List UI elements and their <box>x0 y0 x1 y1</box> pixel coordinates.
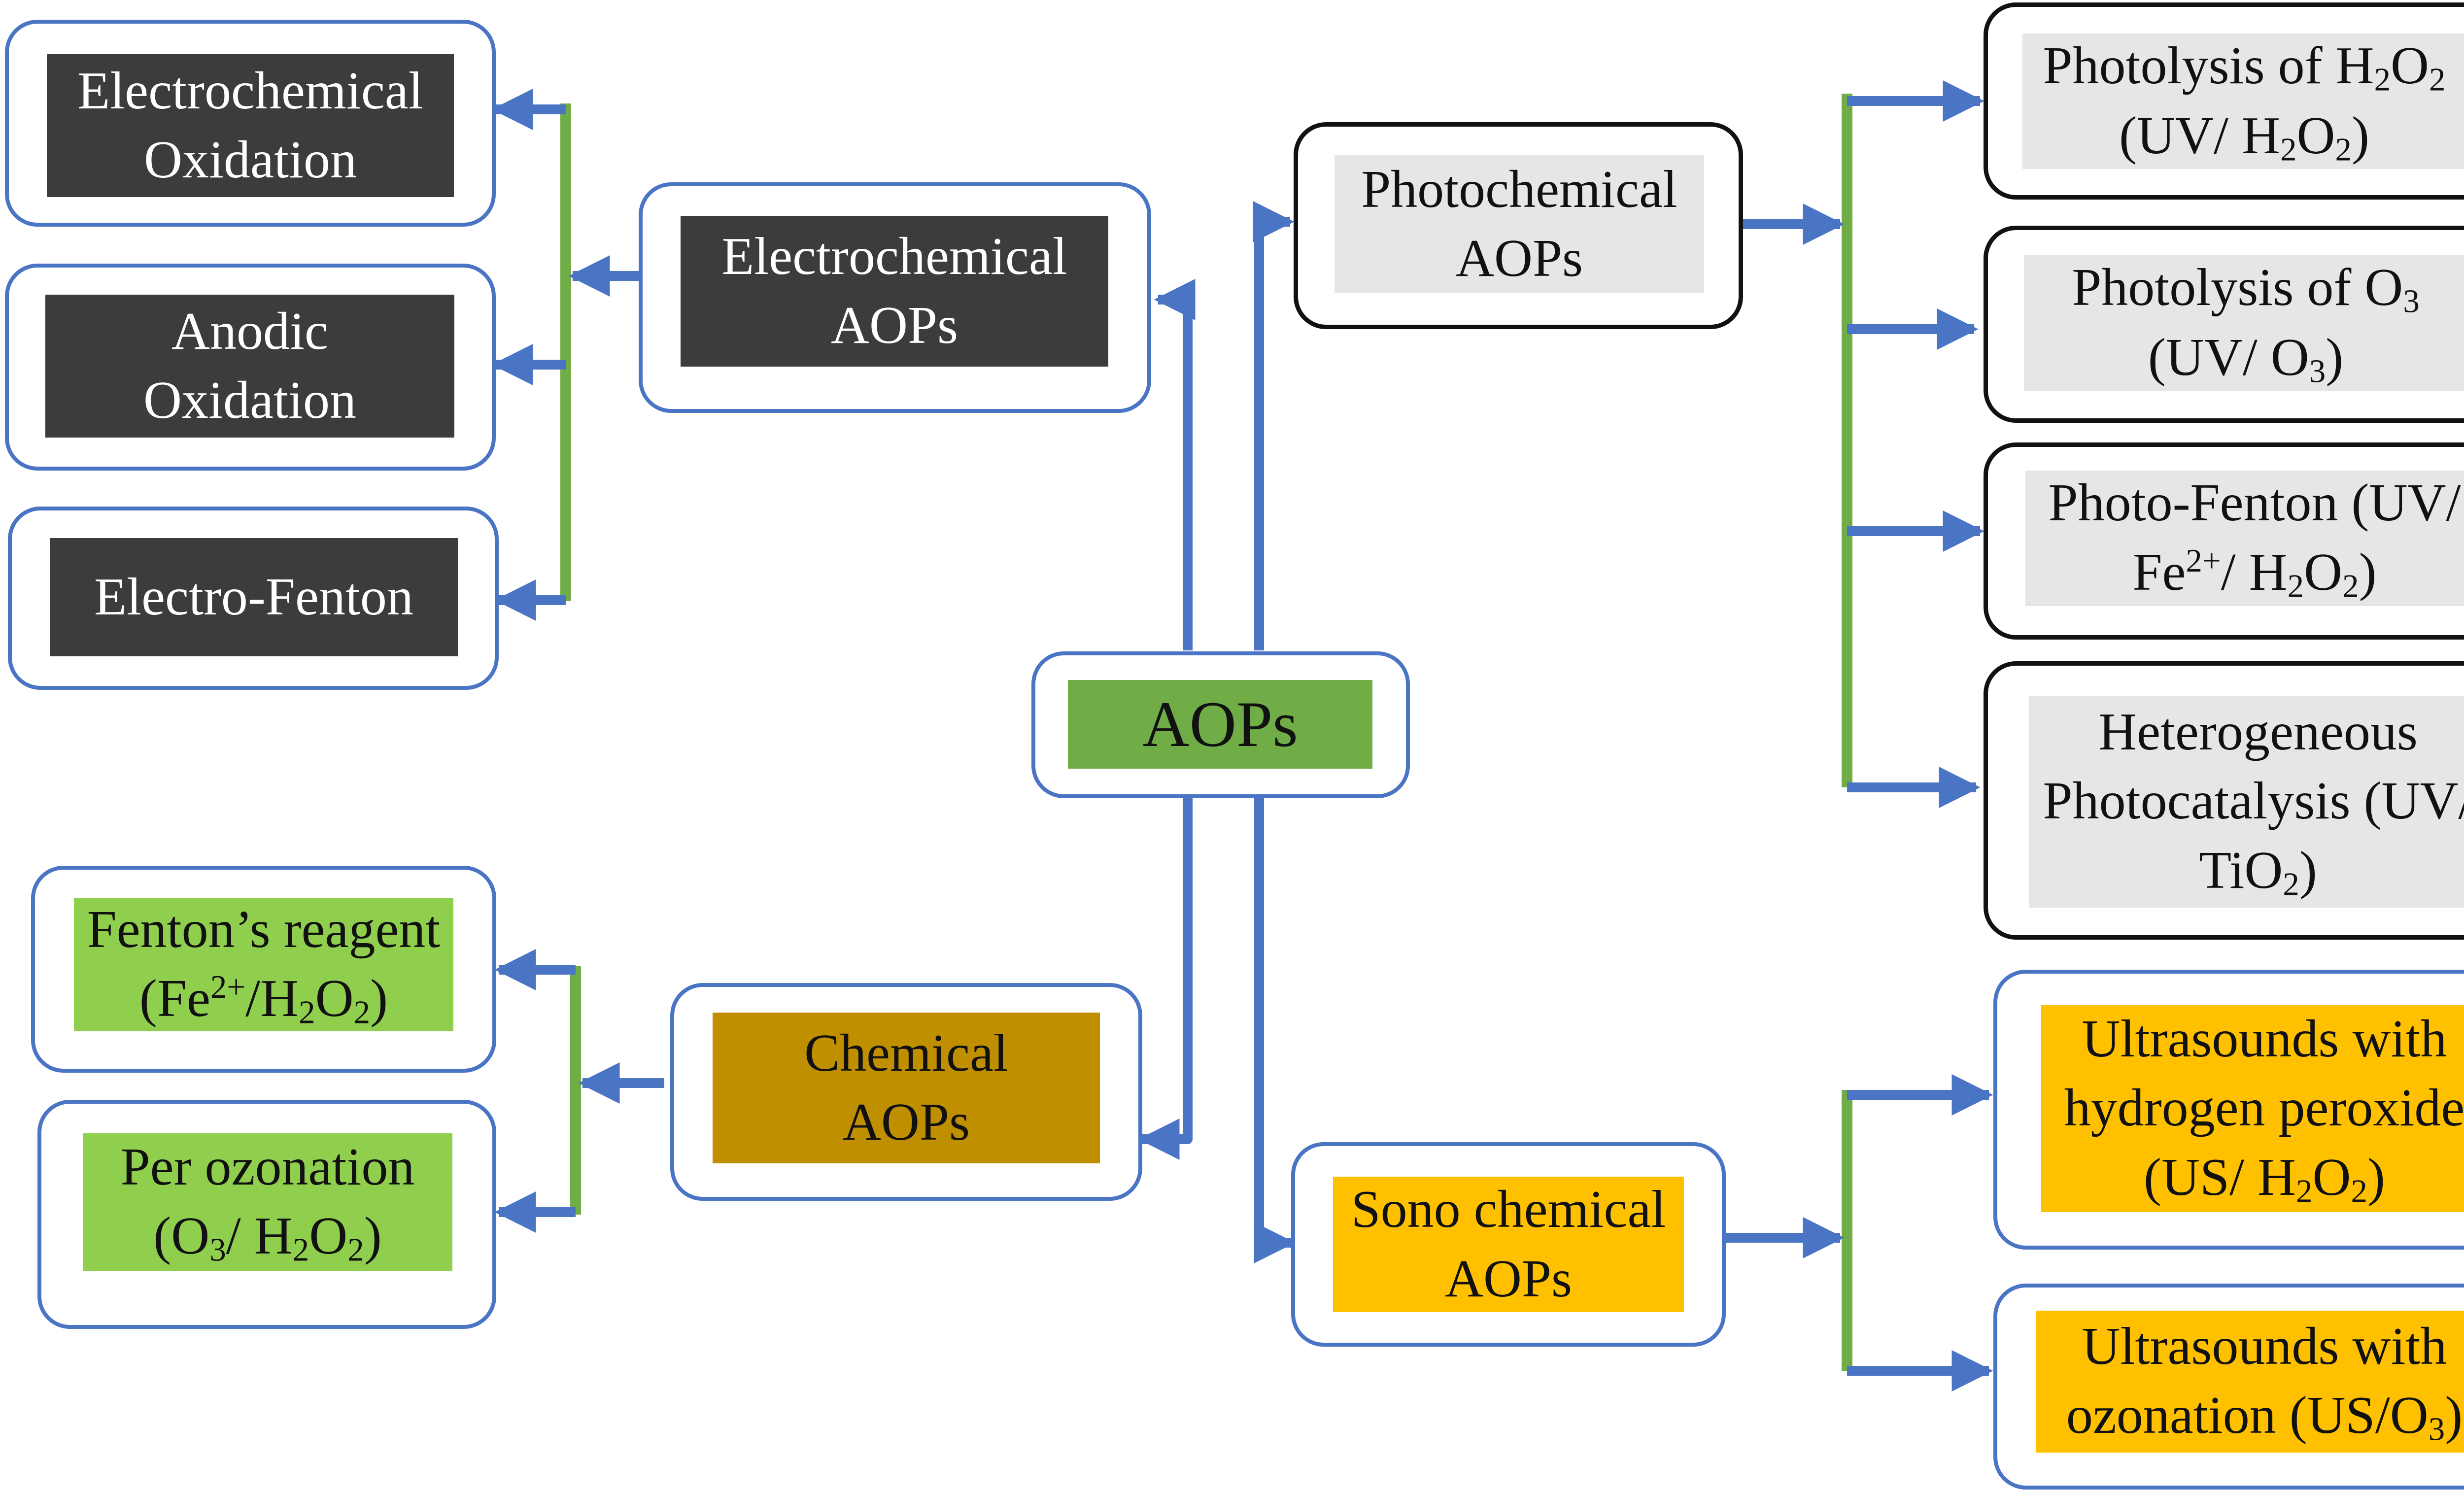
fentons-reagent-label: Fenton’s reagent (Fe2+/H2O2) <box>74 898 453 1031</box>
ultrasounds-h2o2-label: Ultrasounds with hydrogen peroxide (US/ H2… <box>2041 1005 2464 1212</box>
label-line: Per ozonation <box>120 1137 415 1196</box>
label-line: Anodic <box>171 302 328 361</box>
label-line: (UV/ H2O2) <box>2119 106 2369 168</box>
label-line: AOPs <box>842 1093 970 1152</box>
label-line: (US/ H2O2) <box>2144 1148 2385 1210</box>
label-line: Photocatalysis (UV/ <box>2043 772 2464 831</box>
label-line: hydrogen peroxide <box>2064 1079 2464 1138</box>
label-line: Heterogeneous <box>2098 702 2418 761</box>
label-line: Oxidation <box>144 131 357 189</box>
label-line: Chemical <box>804 1023 1008 1083</box>
label-line: Sono chemical <box>1351 1180 1666 1239</box>
ultrasounds-ozonation-label: Ultrasounds with ozonation (US/O3) <box>2036 1311 2464 1453</box>
per-ozonation-label: Per ozonation (O3/ H2O2) <box>83 1133 452 1271</box>
electro-fenton-label: Electro-Fenton <box>50 538 458 656</box>
label-line: AOPs <box>1455 229 1583 288</box>
label-line: Electrochemical <box>721 227 1067 286</box>
label-line: Electro-Fenton <box>94 567 413 626</box>
label-line: AOPs <box>1142 688 1298 761</box>
photo-fenton-label: Photo-Fenton (UV/Fe2+/ H2O2) <box>2025 471 2464 606</box>
label-line: AOPs <box>830 296 958 355</box>
label-line: Photolysis of H2O2 <box>2043 36 2446 98</box>
label-line: (O3/ H2O2) <box>153 1207 382 1269</box>
arrow-to-photochemical-aops <box>1253 201 1295 650</box>
label-line: Ultrasounds with <box>2082 1317 2447 1376</box>
label-line: ozonation (US/O3) <box>2066 1386 2463 1448</box>
label-line: TiO2) <box>2199 841 2317 903</box>
label-line: Oxidation <box>143 371 356 430</box>
arrow-to-chemical-aops <box>1138 798 1193 1160</box>
aops-center-label: AOPs <box>1068 680 1372 769</box>
photolysis-h2o2-label: Photolysis of H2O2 (UV/ H2O2) <box>2022 34 2464 169</box>
photolysis-o3-label: Photolysis of O3 (UV/ O3) <box>2024 255 2464 391</box>
label-line: (UV/ O3) <box>2148 328 2344 390</box>
label-line: Electrochemical <box>77 61 423 120</box>
label-line: Photolysis of O3 <box>2072 258 2420 320</box>
label-line: (Fe2+/H2O2) <box>139 969 388 1031</box>
label-line: Photo-Fenton (UV/ <box>2048 474 2461 533</box>
label-line: Fenton’s reagent <box>87 900 441 959</box>
label-line: AOPs <box>1444 1249 1573 1308</box>
label-line: Ultrasounds with <box>2082 1009 2447 1068</box>
label-line: Fe2+/ H2O2) <box>2132 543 2377 605</box>
label-line: Photochemical <box>1361 160 1677 219</box>
arrow-to-electrochemical-aops <box>1154 279 1196 650</box>
arrow-to-sonochemical-aops <box>1254 798 1296 1263</box>
